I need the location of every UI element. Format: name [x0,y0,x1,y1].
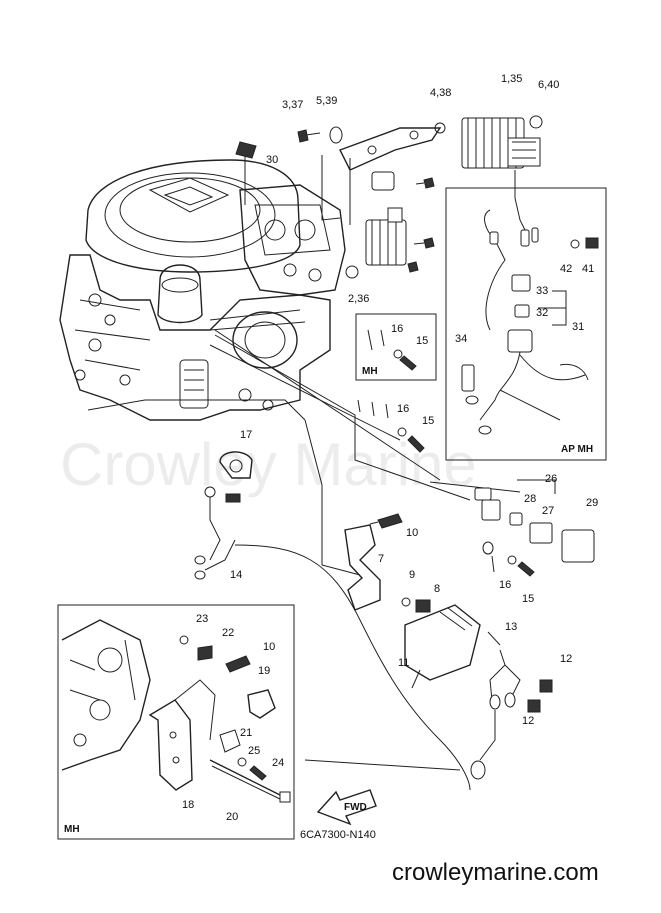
callout-16-a: 16 [391,323,403,335]
callout-12-a: 12 [560,653,572,665]
callout-14: 14 [230,569,242,581]
drawing-code: 6CA7300-N140 [300,829,376,841]
callout-4-38: 4,38 [430,87,451,99]
callout-42: 42 [560,263,572,275]
callout-41: 41 [582,263,594,275]
callout-6-40: 6,40 [538,79,559,91]
callout-20: 20 [226,811,238,823]
callout-13: 13 [505,621,517,633]
inset-box-mh-large: MH [57,604,295,840]
middle-parts [194,451,595,791]
callout-33: 33 [536,285,548,297]
inset-label-mh-large: MH [64,824,80,835]
callout-16-b: 16 [397,403,409,415]
callout-12-b: 12 [522,715,534,727]
rectifier-regulator-assembly [235,115,543,279]
callout-30: 30 [266,154,278,166]
terminal-set-middle [357,399,425,453]
callout-5-39: 5,39 [316,95,337,107]
callout-27: 27 [542,505,554,517]
callout-10-a: 10 [406,527,418,539]
callout-25: 25 [248,745,260,757]
callout-26: 26 [545,473,557,485]
part-callouts: 1,35 6,40 4,38 3,37 5,39 30 2,36 42 41 3… [182,73,598,823]
callout-32: 32 [536,307,548,319]
callout-21: 21 [240,727,252,739]
callout-34: 34 [455,333,467,345]
callout-31: 31 [572,321,584,333]
callout-1-35: 1,35 [501,73,522,85]
leader-lines [87,148,471,771]
inset-label-mh-small: MH [362,366,378,377]
callout-24: 24 [272,757,284,769]
callout-15-a: 15 [416,335,428,347]
callout-10-b: 10 [263,641,275,653]
callout-11: 11 [398,657,409,669]
watermark-text: Crowley Marine [60,431,477,498]
inset-box-ap-mh: AP MH [445,187,607,461]
callout-28: 28 [524,493,536,505]
callout-19: 19 [258,665,270,677]
callout-17: 17 [240,429,252,441]
callout-15-c: 15 [522,593,534,605]
callout-16-c: 16 [499,579,511,591]
site-url: crowleymarine.com [392,859,599,886]
callout-22: 22 [222,627,234,639]
callout-29: 29 [586,497,598,509]
callout-15-b: 15 [422,415,434,427]
forward-arrow: FWD [316,789,377,826]
callout-23: 23 [196,613,208,625]
inset-label-ap-mh: AP MH [561,444,593,455]
callout-2-36: 2,36 [348,293,369,305]
fwd-label: FWD [344,802,367,813]
callout-7: 7 [378,553,384,565]
callout-9: 9 [409,569,415,581]
callout-3-37: 3,37 [282,99,303,111]
callout-18: 18 [182,799,194,811]
inset-box-mh-small: MH [355,313,437,381]
engine-block-illustration [59,159,346,421]
callout-8: 8 [434,583,440,595]
